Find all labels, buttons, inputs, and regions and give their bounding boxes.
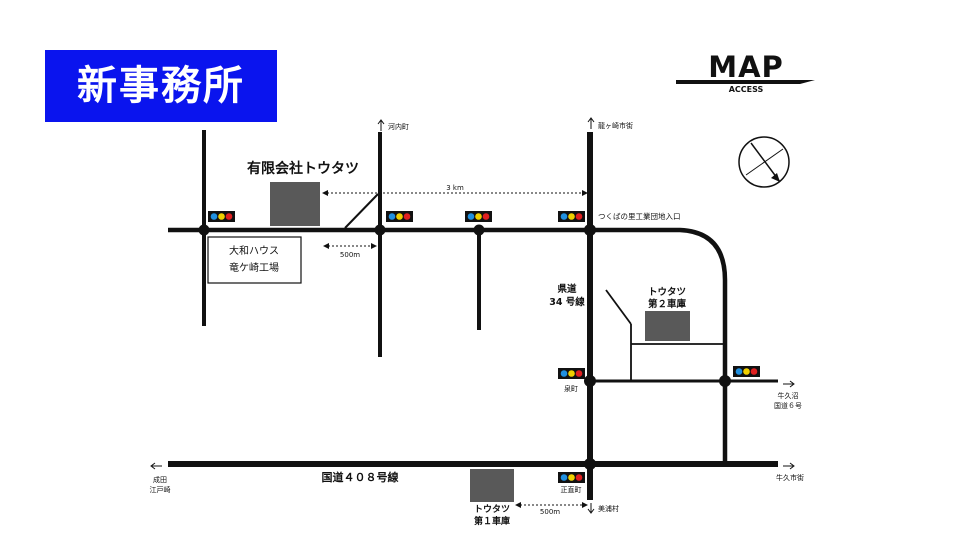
arrow-right-ushikunuma-head — [789, 380, 795, 388]
company-name-label: 有限会社トウタツ — [247, 160, 359, 177]
daiwa-house-factory — [207, 236, 302, 284]
miho-label: 美浦村 — [598, 504, 619, 513]
junction-dot — [584, 458, 596, 470]
arrow-right-ushiku-head — [789, 462, 795, 470]
roads — [168, 130, 778, 500]
map-logo-underline — [676, 80, 815, 84]
title-box: 新事務所 — [45, 50, 277, 122]
junction-dot — [473, 224, 485, 236]
junction-dot — [584, 375, 596, 387]
izumicho-label: 泉町 — [564, 384, 578, 393]
warehouse2-label-line1: トウタツ — [648, 286, 686, 298]
kendo-label-line1: 県道 — [557, 283, 577, 295]
page-title: 新事務所 — [77, 63, 245, 109]
traffic-signal-icon — [558, 368, 585, 379]
junction-dot — [584, 224, 596, 236]
company-building — [270, 182, 320, 226]
masakicho-label: 正直町 — [561, 485, 582, 494]
route-408-label: 国道４０８号線 — [322, 470, 399, 484]
road-main — [168, 227, 728, 462]
distance-lines — [327, 192, 583, 506]
traffic-signal-icon — [558, 211, 585, 222]
warehouse-2-building — [645, 311, 690, 341]
road-diagonal-left — [344, 193, 379, 229]
warehouse1-label-line1: トウタツ — [474, 503, 510, 515]
distance-arrowheads — [322, 190, 588, 508]
side-road-diagonal — [605, 289, 632, 325]
ushikunuma-label-line1: 牛久沼 — [778, 391, 799, 400]
junction-dot — [719, 375, 731, 387]
kawachi-label: 河内町 — [388, 122, 409, 131]
daiwa-label-line1: 大和ハウス — [229, 244, 279, 257]
map-logo-sub: ACCESS — [728, 85, 764, 94]
warehouse2-label-line2: 第２車庫 — [648, 298, 687, 310]
traffic-signal-icon — [465, 211, 492, 222]
map-logo-word: MAP — [708, 50, 784, 84]
traffic-signal-icon — [558, 472, 585, 483]
junctions — [198, 224, 731, 470]
junction-dot — [374, 224, 386, 236]
distance-500m-label-a: 500m — [340, 251, 360, 259]
warehouse1-label-line2: 第１車庫 — [474, 515, 510, 527]
arrow-up-ryugasaki-head — [587, 117, 595, 123]
ryugasaki-label: 龍ヶ崎市街 — [598, 121, 633, 130]
edosaki-label: 江戸崎 — [150, 485, 171, 494]
arrow-left-narita-head — [150, 462, 156, 470]
traffic-signal-icon — [733, 366, 760, 377]
direction-arrows — [150, 117, 795, 514]
distance-500m-label-b: 500m — [540, 508, 560, 516]
arrow-down-miho-head — [587, 508, 595, 514]
junction-dot — [198, 224, 210, 236]
narita-label: 成田 — [153, 475, 167, 484]
warehouse-1-building — [470, 469, 514, 502]
compass-icon — [738, 136, 790, 188]
ushikunuma-label-line2: 国道６号 — [774, 401, 802, 410]
traffic-signal-icon — [386, 211, 413, 222]
distance-3km-label: 3 km — [446, 184, 464, 192]
arrow-up-kawachi-head — [377, 119, 385, 125]
ushiku-label: 牛久市街 — [776, 473, 804, 482]
kendo-label-line2: 34 号線 — [549, 296, 585, 308]
daiwa-label-line2: 竜ケ崎工場 — [229, 261, 279, 274]
traffic-signal-icon — [208, 211, 235, 222]
tsukuba-label: つくばの里工業団地入口 — [598, 211, 681, 221]
map-logo: MAP ACCESS — [700, 50, 820, 100]
traffic-signals — [208, 211, 760, 483]
